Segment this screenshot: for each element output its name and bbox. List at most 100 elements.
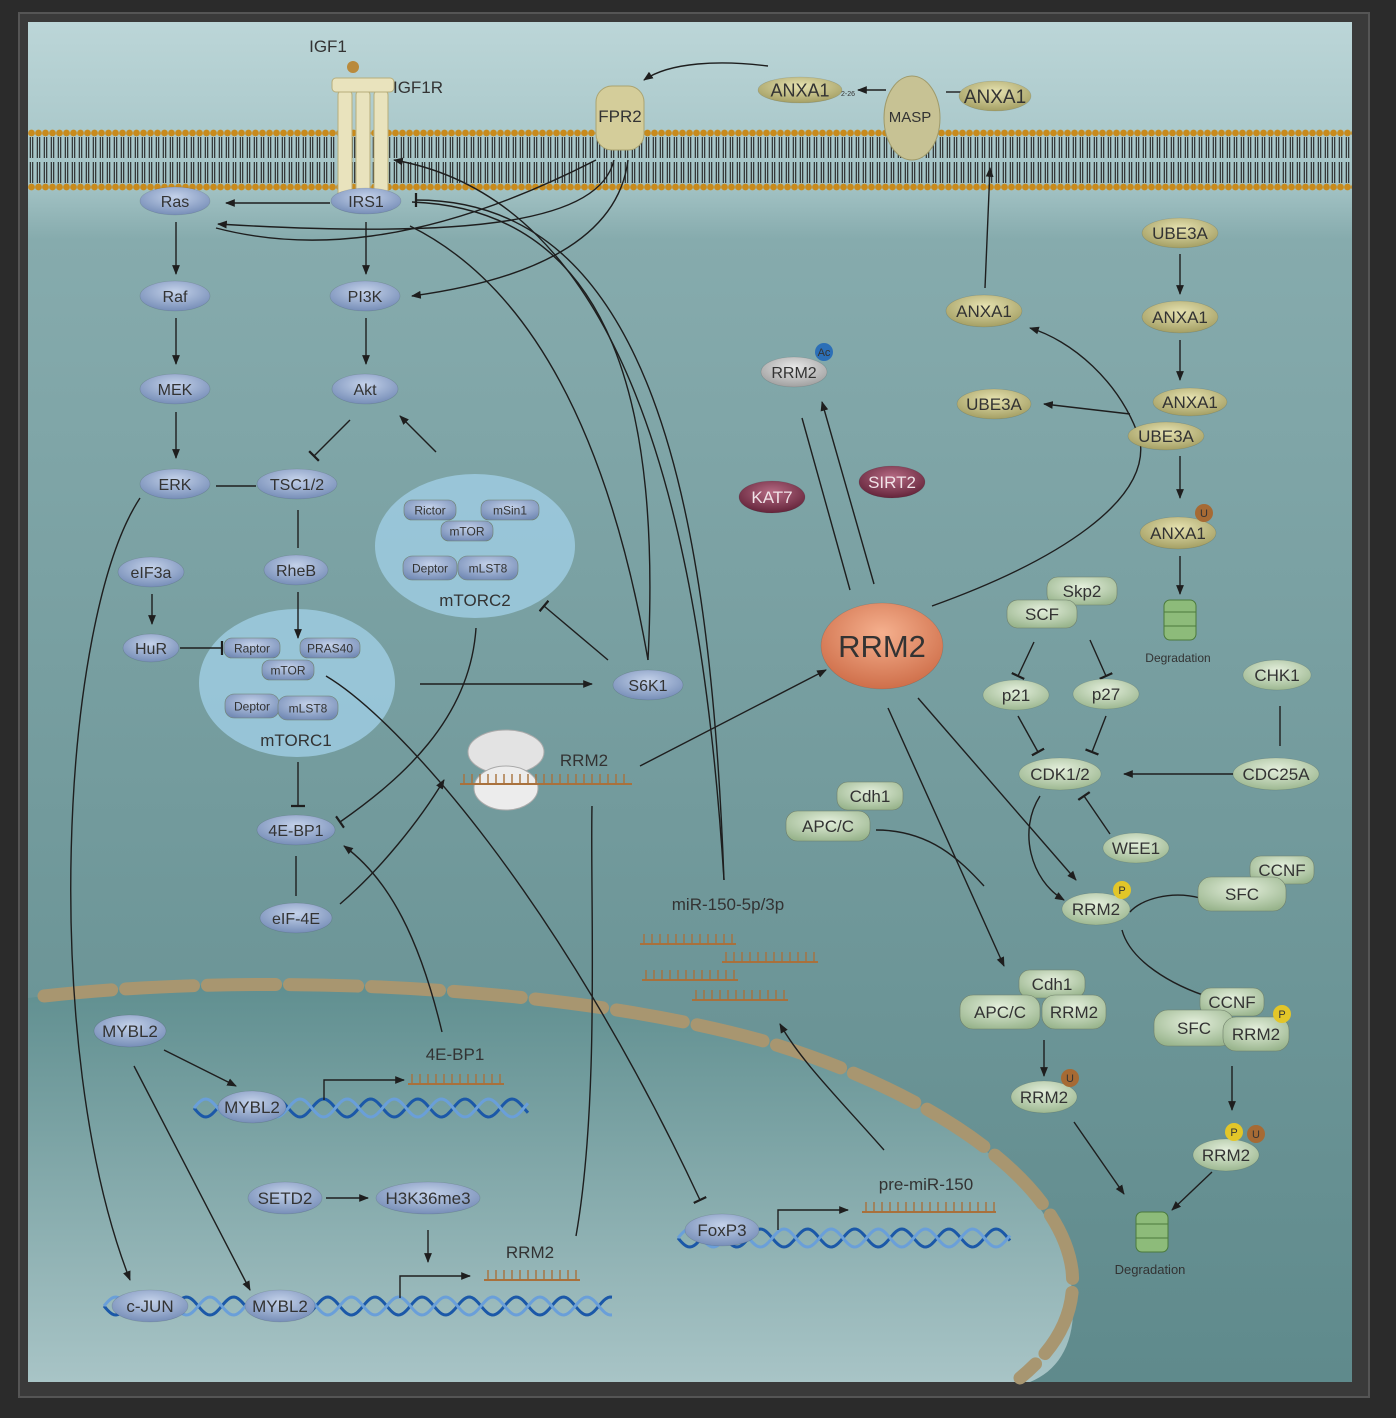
foxp3-node: FoxP3 — [684, 1213, 760, 1247]
ubiquitin-badge-2-label: U — [1066, 1073, 1074, 1085]
anxa1-cleaved-node-label: ANXA1 — [770, 80, 829, 100]
anxa1-complex-node-shape — [1152, 387, 1228, 417]
ccnf-complex-node: CCNF — [1199, 987, 1265, 1017]
tsc-node-shape — [256, 468, 338, 500]
akt-node: Akt — [331, 373, 399, 405]
rrm2-acetylated-node-shape — [760, 356, 828, 388]
mtorc2-deptor-shape — [402, 555, 458, 581]
mtorc2-msin1-label: mSin1 — [493, 503, 527, 517]
rrm2-ubiquitinated-node-label: RRM2 — [1020, 1088, 1068, 1107]
igf1r-receptor — [331, 61, 395, 201]
mtorc1-raptor-shape — [223, 637, 281, 659]
setd2-node-shape — [247, 1181, 323, 1215]
rrm2-central-node-label: RRM2 — [838, 629, 926, 664]
cdc25a-node-label: CDC25A — [1242, 765, 1310, 784]
ras-node-shape — [139, 186, 211, 216]
cjun-node-label: c-JUN — [126, 1297, 173, 1316]
rrm2-central-node-shape — [820, 602, 944, 690]
p27-node: p27 — [1072, 678, 1140, 710]
rrm2-phospho-node: RRM2 — [1061, 892, 1131, 926]
anxa1-ubiquitinated-node-shape — [1139, 516, 1217, 550]
ccnf-node-label: CCNF — [1258, 861, 1305, 880]
scf-node-shape — [1006, 599, 1078, 629]
4ebp1-node-shape — [256, 814, 336, 846]
degradation-bottom-label: Degradation — [1115, 1262, 1186, 1277]
mtorc2-rictor-shape — [403, 499, 457, 521]
rrm2-phospho-node-label: RRM2 — [1072, 900, 1120, 919]
mtorc1-pras40-label: PRAS40 — [307, 641, 353, 655]
p21-node-shape — [982, 679, 1050, 711]
mtorc1-pras40-shape — [299, 637, 361, 659]
apcc-node: APC/C — [785, 810, 871, 842]
foxp3-node-label: FoxP3 — [697, 1221, 746, 1240]
mtorc1-raptor: Raptor — [223, 637, 281, 659]
anxa1-ubiquitinated-node: ANXA1 — [1139, 516, 1217, 550]
s6k1-node-label: S6K1 — [628, 678, 667, 695]
igf1-label: IGF1 — [309, 37, 347, 56]
eif4e-node-label: eIF-4E — [272, 911, 320, 928]
ribosome-rrm2-label: RRM2 — [560, 751, 608, 770]
rheb-node: RheB — [263, 554, 329, 586]
h3k36me3-node-shape — [375, 1181, 481, 1215]
mtorc2-deptor-label: Deptor — [412, 561, 448, 575]
eif3a-node-shape — [117, 556, 185, 588]
anxa1-ube-node-shape — [1141, 300, 1219, 334]
irs1-node-label: IRS1 — [348, 194, 384, 211]
ube3a-free-node: UBE3A — [956, 388, 1032, 420]
mtorc1-pras40: PRAS40 — [299, 637, 361, 659]
mtorc1-mlst8-label: mLST8 — [289, 701, 328, 715]
p21-node: p21 — [982, 679, 1050, 711]
mtorc2-mlst8-shape — [457, 555, 519, 581]
eif3a-node: eIF3a — [117, 556, 185, 588]
mtorc2-msin1-shape — [480, 499, 540, 521]
rrm2-gene-label: RRM2 — [506, 1243, 554, 1262]
mybl2-promoter-node-label: MYBL2 — [224, 1098, 280, 1117]
ubiquitin-badge-2-circle — [1061, 1069, 1079, 1087]
mir150-label: miR-150-5p/3p — [672, 895, 784, 914]
proteasome-icon — [1163, 599, 1197, 641]
rrm2-apcc-node-label: RRM2 — [1050, 1003, 1098, 1022]
mtorc1-mlst8-shape — [277, 695, 339, 721]
mtorc2-rictor-label: Rictor — [414, 503, 445, 517]
sirt2-node: SIRT2 — [858, 465, 926, 499]
phospho-badge-2: P — [1273, 1005, 1291, 1023]
ras-node: Ras — [139, 186, 211, 216]
anxa1-extracellular-node-shape — [958, 80, 1032, 112]
cdc25a-node: CDC25A — [1232, 757, 1320, 791]
p21-node-label: p21 — [1002, 686, 1030, 705]
ribosome-icon — [467, 729, 545, 811]
pathway-edges — [70, 62, 1281, 1298]
mybl2-promoter-node-2-label: MYBL2 — [252, 1297, 308, 1316]
hur-node-shape — [122, 633, 180, 663]
acetyl-badge-label: Ac — [818, 347, 831, 359]
mek-node: MEK — [139, 373, 211, 405]
rheb-node-shape — [263, 554, 329, 586]
raf-node-label: Raf — [163, 289, 188, 306]
ccnf-complex-node-shape — [1199, 987, 1265, 1017]
dna-strand — [676, 1227, 1012, 1249]
anxa1-cyto-node-label: ANXA1 — [956, 302, 1012, 321]
phospho-badge-3-label: P — [1230, 1127, 1237, 1139]
phospho-badge-3-circle — [1225, 1123, 1243, 1141]
mtorc2-mtor-shape — [440, 520, 494, 542]
fpr2-receptor — [595, 85, 645, 151]
mybl2-nuclear-node: MYBL2 — [93, 1014, 167, 1048]
anxa1-ube-node: ANXA1 — [1141, 300, 1219, 334]
mtorc1-raptor-label: Raptor — [234, 641, 270, 655]
rrm2-ubiquitinated-node: RRM2 — [1010, 1080, 1078, 1114]
mtorc2-mtor: mTOR — [440, 520, 494, 542]
acetyl-badge-circle — [815, 343, 833, 361]
pi3k-node-shape — [329, 280, 401, 312]
skp2-node-label: Skp2 — [1063, 582, 1102, 601]
apcc-node-shape — [785, 810, 871, 842]
ubiquitin-badge-3-label: U — [1252, 1129, 1260, 1141]
pi3k-node-label: PI3K — [348, 289, 383, 306]
mtorc2-rictor: Rictor — [403, 499, 457, 521]
raf-node: Raf — [139, 280, 211, 312]
raf-node-shape — [139, 280, 211, 312]
ube3a-top-node-shape — [1141, 217, 1219, 249]
rrm2-central-node: RRM2 — [820, 602, 944, 690]
sfc-node: SFC — [1197, 876, 1287, 912]
rrm2-sfc-node-shape — [1222, 1016, 1290, 1052]
phospho-badge-2-circle — [1273, 1005, 1291, 1023]
